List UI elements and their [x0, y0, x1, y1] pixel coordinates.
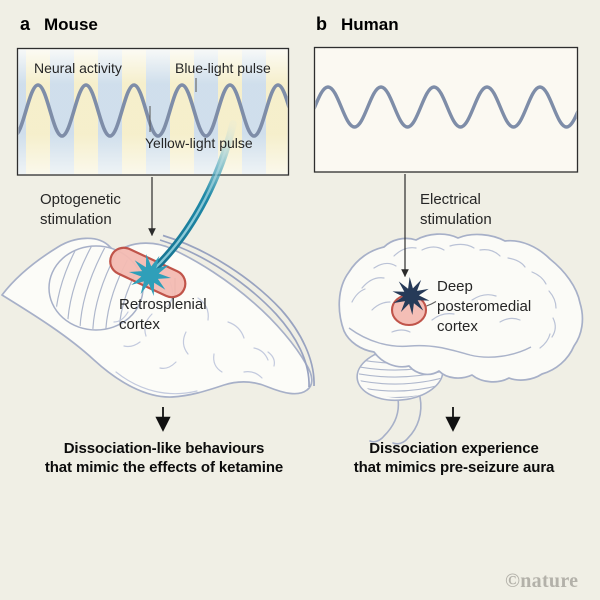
optogenetic-stimulation-label: Optogenetic stimulation: [40, 191, 121, 228]
nature-logo: ©nature: [505, 570, 579, 592]
yellow-pulse-label: Yellow-light pulse: [145, 135, 253, 151]
panel-a-letter: a: [20, 14, 31, 34]
deep-posteromedial-cortex-label: Deep posteromedial cortex: [437, 278, 532, 335]
panel-b-letter: b: [316, 14, 327, 34]
panel-b-header: b Human: [316, 14, 399, 35]
human-brain-outline: [338, 233, 584, 383]
panel-b-title: Human: [341, 15, 399, 34]
neural-activity-wave-b: [315, 85, 577, 129]
neural-activity-wave-a: [18, 83, 288, 138]
signal-box-a: [16, 47, 290, 176]
outcome-text-a: Dissociation-like behaviours that mimic …: [44, 440, 284, 476]
yellow-light-bands: [26, 49, 288, 174]
human-stimulation-burst-icon: [392, 276, 430, 316]
signal-box-b: [313, 46, 579, 173]
panel-a-title: Mouse: [44, 15, 98, 34]
human-brain-temporal-line: [348, 327, 532, 358]
mouse-stimulation-burst-icon: [128, 254, 172, 296]
brain-stem: [369, 396, 422, 445]
outcome-text-b: Dissociation experience that mimics pre-…: [353, 440, 555, 476]
electrical-stimulation-label: Electrical stimulation: [420, 191, 492, 228]
neural-activity-label: Neural activity: [34, 60, 122, 76]
blue-pulse-label: Blue-light pulse: [175, 60, 271, 76]
retrosplenial-cortex-label: Retrosplenial cortex: [119, 296, 207, 333]
mouse-brain-sulci: [113, 281, 275, 395]
human-brain: [338, 233, 584, 445]
mouse-brain: [1, 234, 315, 398]
panel-a-header: a Mouse: [20, 14, 98, 35]
optic-fiber: [148, 120, 237, 275]
region-connector-line-b: [426, 301, 437, 307]
mouse-brain-membrane: [159, 234, 315, 388]
